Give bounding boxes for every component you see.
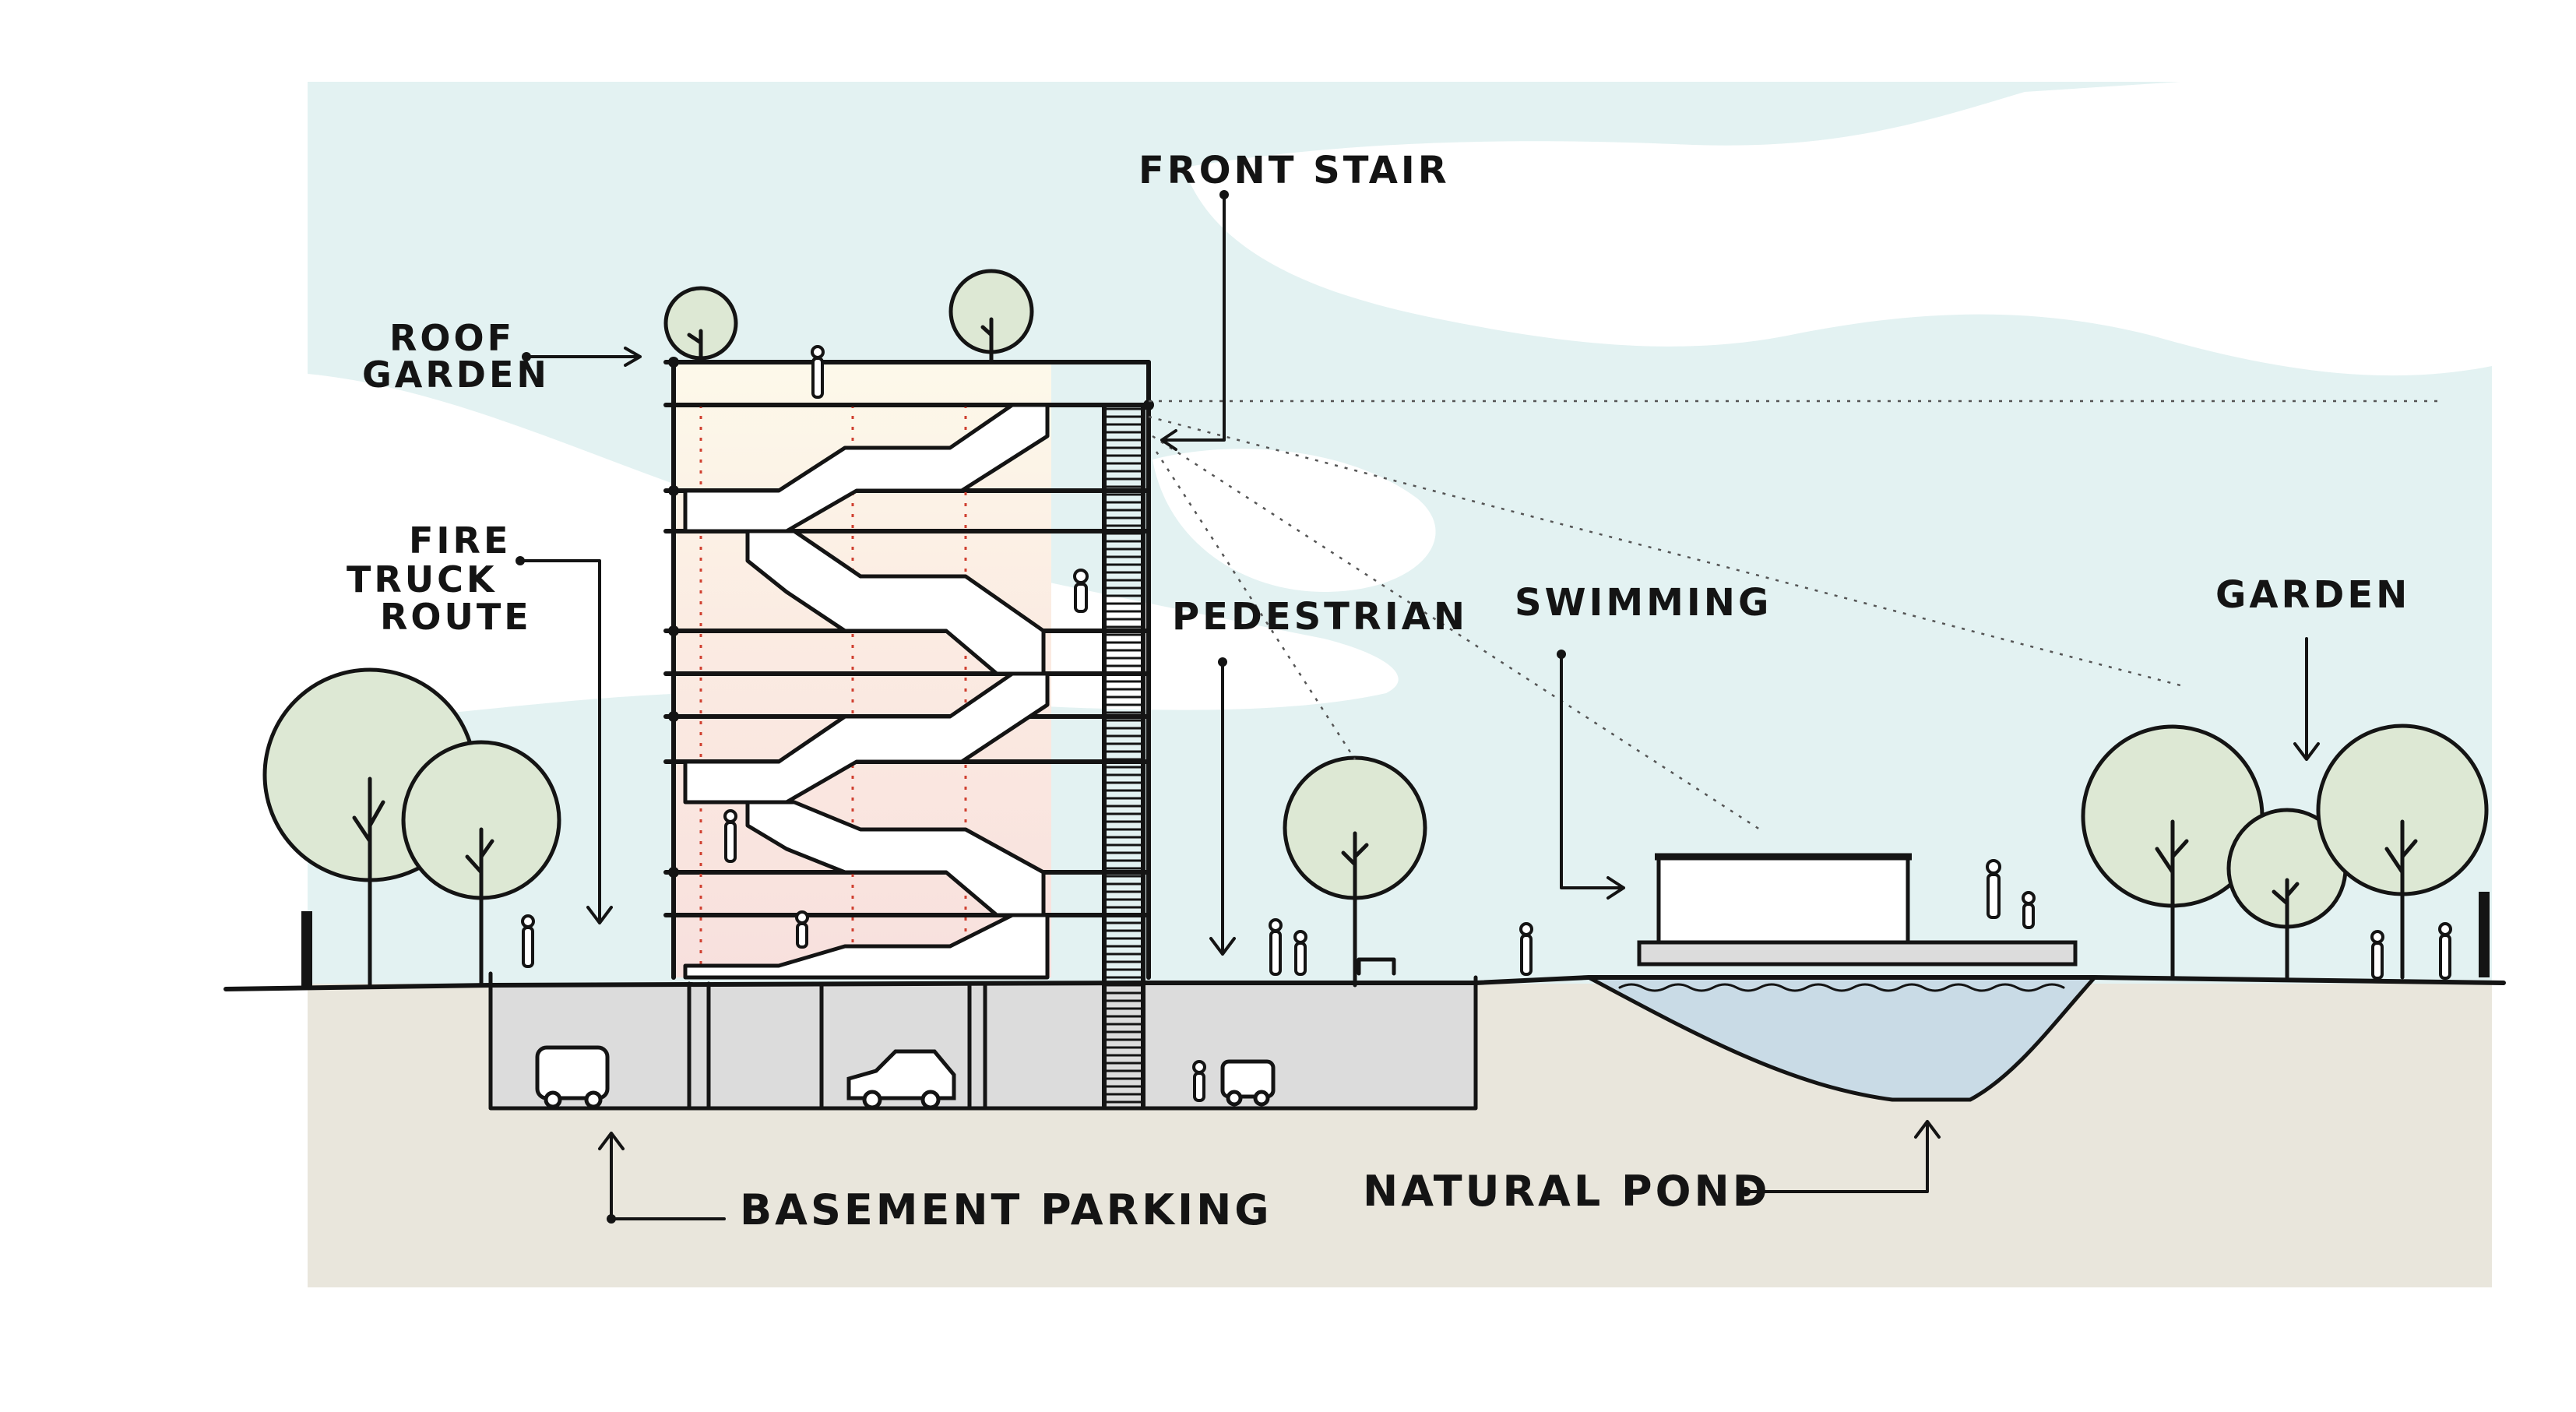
label-roof-garden-1: ROOF <box>389 317 515 359</box>
building <box>663 357 1154 1108</box>
label-garden: GARDEN <box>2215 573 2410 617</box>
swimming-pavilion <box>1637 853 2078 967</box>
label-truck: TRUCK <box>347 558 498 600</box>
label-front-stair: FRONT STAIR <box>1138 149 1450 192</box>
label-pedestrian: PEDESTRIAN <box>1172 595 1468 639</box>
sightlines <box>1148 400 2437 831</box>
planter <box>1357 957 1396 976</box>
vehicles <box>535 1045 1276 1110</box>
trees <box>262 269 2489 988</box>
leader-lines <box>522 192 2320 1220</box>
stair-tower <box>1104 405 1143 1106</box>
natural-pond <box>1589 977 2095 1100</box>
label-swimming: SWIMMING <box>1515 581 1772 625</box>
people <box>521 345 2452 1102</box>
label-natural-pond: NATURAL POND <box>1363 1167 1771 1216</box>
label-basement-parking: BASEMENT PARKING <box>740 1185 1272 1234</box>
ground-line <box>223 975 2506 991</box>
label-fire: FIRE <box>409 519 511 562</box>
label-route: ROUTE <box>380 596 532 638</box>
basement-columns <box>687 981 987 1111</box>
bollards <box>301 892 2490 989</box>
label-roof-garden-2: GARDEN <box>362 354 550 396</box>
